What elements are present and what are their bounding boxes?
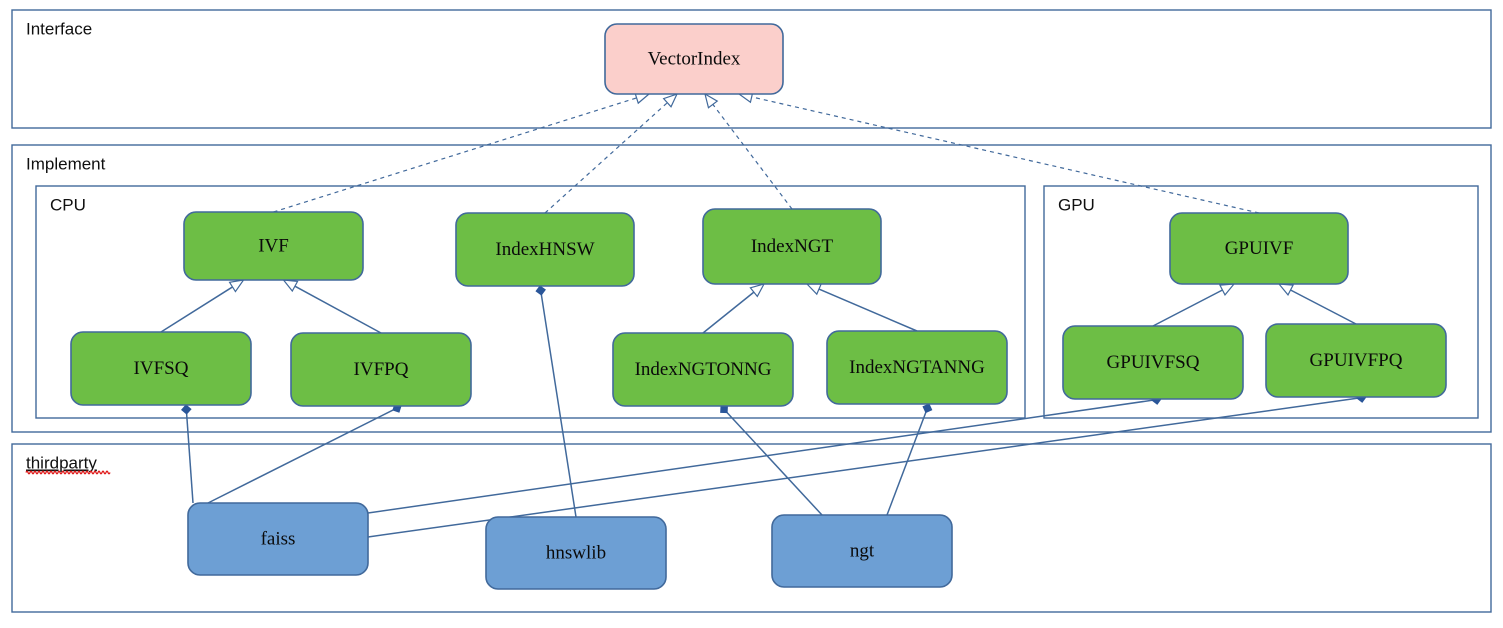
node-label-gpuivfpq: GPUIVFPQ (1310, 350, 1403, 371)
edge-e-ngt-anng (886, 403, 933, 516)
node-indexngtonng[interactable]: IndexNGTONNG (612, 332, 794, 407)
node-label-gpuivfsq: GPUIVFSQ (1107, 352, 1200, 373)
node-ivfpq[interactable]: IVFPQ (290, 332, 472, 407)
node-box-ivf[interactable] (183, 211, 364, 281)
edge-line-e-ngt-anng (886, 412, 927, 516)
spellcheck-squiggle-thirdparty (25, 470, 111, 475)
node-label-faiss: faiss (261, 528, 296, 549)
inheritance-arrowhead-e-ngt-vi (704, 92, 719, 109)
node-box-indexhnsw[interactable] (455, 212, 635, 287)
inheritance-arrowhead-e-ivfsq-ivf (228, 279, 245, 293)
node-label-indexngtonng: IndexNGTONNG (635, 359, 772, 380)
node-label-ngt: ngt (850, 540, 875, 561)
edge-line-e-gpq-gpuivf (1290, 289, 1357, 325)
node-gpuivfsq[interactable]: GPUIVFSQ (1062, 325, 1244, 400)
edge-line-e-faiss-ivfsq (185, 413, 194, 504)
composition-diamond-e-ngt-onng (720, 405, 728, 414)
edge-e-hnswlib-hnsw (535, 285, 577, 518)
node-label-indexhnsw: IndexHNSW (495, 239, 594, 260)
node-indexngt[interactable]: IndexNGT (702, 208, 882, 285)
node-hnswlib[interactable]: hnswlib (485, 516, 667, 590)
group-label-gpu: GPU (1058, 195, 1095, 214)
node-label-indexngt: IndexNGT (751, 236, 834, 257)
node-label-vectorindex: VectorIndex (648, 48, 741, 69)
edge-line-e-faiss-ivfpq (207, 409, 394, 504)
edge-line-e-gsq-gpuivf (1152, 289, 1223, 327)
node-box-hnswlib[interactable] (485, 516, 667, 590)
node-box-ivfsq[interactable] (70, 331, 252, 406)
edge-line-e-ngt-vi (712, 104, 793, 210)
node-vectorindex[interactable]: VectorIndex (604, 23, 784, 95)
node-box-gpuivfpq[interactable] (1265, 323, 1447, 398)
node-box-indexngtonng[interactable] (612, 332, 794, 407)
node-label-ivfpq: IVFPQ (354, 359, 409, 380)
composition-diamond-e-hnswlib-hnsw (535, 285, 546, 296)
edge-line-e-ngt-onng (726, 412, 823, 516)
node-box-gpuivf[interactable] (1169, 212, 1349, 285)
node-box-gpuivfsq[interactable] (1062, 325, 1244, 400)
node-gpuivfpq[interactable]: GPUIVFPQ (1265, 323, 1447, 398)
node-label-ivfsq: IVFSQ (134, 358, 189, 379)
group-label-implement: Implement (26, 154, 106, 173)
group-label-interface: Interface (26, 19, 92, 38)
node-box-ivfpq[interactable] (290, 332, 472, 407)
edge-e-ivfsq-ivf (160, 279, 245, 333)
node-indexhnsw[interactable]: IndexHNSW (455, 212, 635, 287)
node-faiss[interactable]: faiss (187, 502, 369, 576)
edge-line-e-ivfpq-ivf (294, 285, 382, 334)
group-label-thirdparty: thirdparty (26, 453, 97, 472)
node-box-ngt[interactable] (771, 514, 953, 588)
edge-e-ngt-vi (704, 92, 793, 210)
edge-e-faiss-ivfsq (181, 404, 194, 504)
inheritance-arrowhead-e-onng-ngt (749, 283, 766, 298)
inheritance-arrowhead-e-hnsw-vi (662, 92, 679, 108)
edge-line-e-faiss-gpq (367, 397, 1358, 538)
group-label-cpu: CPU (50, 195, 86, 214)
composition-diamond-e-ngt-anng (922, 403, 933, 414)
edge-line-e-gpuivf-vi (751, 96, 1260, 214)
node-box-indexngtanng[interactable] (826, 330, 1008, 405)
edge-e-hnsw-vi (544, 92, 679, 214)
edge-line-e-ivfsq-ivf (160, 286, 233, 333)
edge-e-onng-ngt (702, 283, 766, 334)
edge-line-e-hnsw-vi (544, 102, 668, 214)
edge-e-ngt-onng (720, 405, 823, 516)
node-indexngtanng[interactable]: IndexNGTANNG (826, 330, 1008, 405)
node-ivf[interactable]: IVF (183, 211, 364, 281)
node-box-faiss[interactable] (187, 502, 369, 576)
edge-line-e-faiss-gsq (367, 399, 1153, 514)
node-ngt[interactable]: ngt (771, 514, 953, 588)
node-box-indexngt[interactable] (702, 208, 882, 285)
node-label-gpuivf: GPUIVF (1225, 238, 1294, 259)
node-label-hnswlib: hnswlib (546, 542, 606, 563)
edge-line-e-onng-ngt (702, 291, 755, 334)
edge-line-e-anng-ngt (818, 288, 918, 332)
edges-layer (160, 90, 1367, 538)
node-label-indexngtanng: IndexNGTANNG (849, 357, 985, 378)
edge-line-e-hnswlib-hnsw (540, 294, 577, 518)
node-box-vectorindex[interactable] (604, 23, 784, 95)
composition-diamond-e-faiss-ivfsq (181, 404, 192, 415)
node-gpuivf[interactable]: GPUIVF (1169, 212, 1349, 285)
node-label-ivf: IVF (258, 235, 289, 256)
node-ivfsq[interactable]: IVFSQ (70, 331, 252, 406)
